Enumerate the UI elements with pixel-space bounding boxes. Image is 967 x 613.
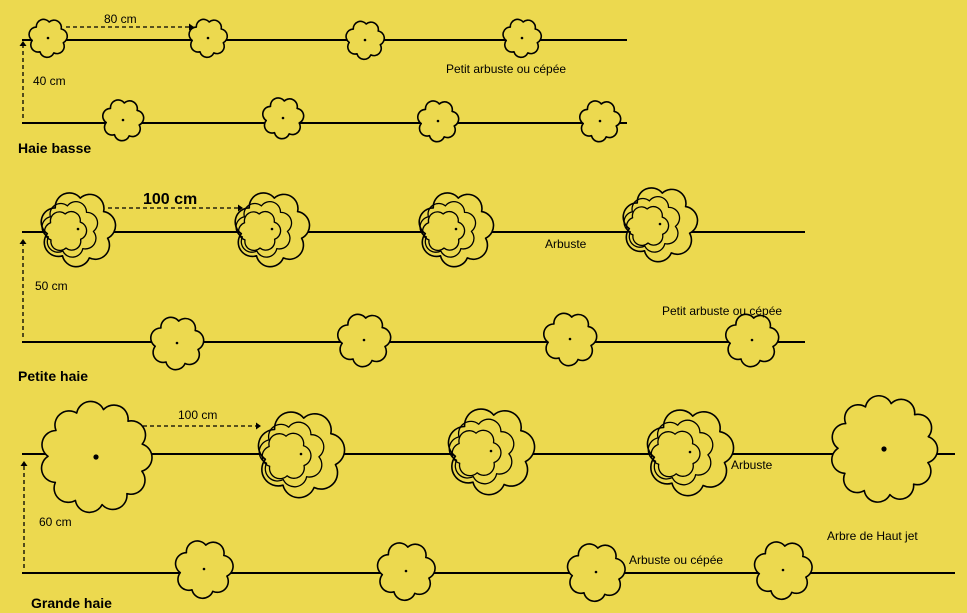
row-gap-label-haie-basse: 40 cm [33, 74, 66, 88]
small-shrub-plant [262, 97, 305, 140]
shrub-plant [447, 408, 536, 496]
row-gap-arrowhead-haie-basse [19, 41, 27, 46]
plant-label-small-shrub-haie-basse: Petit arbuste ou cépée [446, 62, 567, 76]
shrub-plant [40, 192, 117, 268]
row-gap-arrowhead-petite-haie [19, 239, 27, 244]
small-shrub-plant [417, 100, 460, 143]
small-shrub-plant [102, 99, 145, 142]
row-gap-arrowhead-grande-haie [20, 461, 28, 466]
plant-label-tall-tree-grande-haie: Arbre de Haut jet [827, 529, 918, 543]
row-gap-label-grande-haie: 60 cm [39, 515, 72, 529]
small-shrub-plant [566, 543, 626, 603]
small-shrub-plant [724, 313, 780, 368]
tall-tree-plant [40, 400, 153, 514]
section-title-haie-basse: Haie basse [18, 140, 92, 156]
tall-tree-plant [831, 394, 939, 503]
small-shrub-plant [188, 18, 229, 59]
plant-label-shrub-grande-haie: Arbuste [731, 458, 773, 472]
shrub-plant [234, 192, 311, 268]
section-title-grande-haie: Grande haie [31, 595, 112, 611]
small-shrub-plant [542, 312, 598, 367]
small-shrub-plant [28, 18, 69, 59]
small-shrub-plant [174, 540, 234, 600]
plant-label-small-shrub-petite-haie: Petit arbuste ou cépée [662, 304, 783, 318]
shrub-plant [622, 187, 699, 263]
row-gap-label-petite-haie: 50 cm [35, 279, 68, 293]
shrub-plant [257, 411, 346, 499]
small-shrub-plant [345, 20, 386, 61]
small-shrub-plant [336, 313, 392, 368]
spacing-arrowhead-grande-haie [256, 422, 261, 430]
spacing-label-haie-basse: 80 cm [104, 12, 137, 26]
section-title-petite-haie: Petite haie [18, 368, 89, 384]
spacing-label-petite-haie: 100 cm [143, 191, 198, 208]
small-shrub-plant [376, 542, 436, 602]
shrub-plant [418, 192, 495, 268]
small-shrub-plant [579, 100, 622, 143]
plant-label-shrub-petite-haie: Arbuste [545, 237, 587, 251]
small-shrub-plant [753, 541, 813, 601]
spacing-arrowhead-petite-haie [238, 204, 243, 212]
plant-label-shrub-or-coppice-grande-haie: Arbuste ou cépée [629, 553, 724, 567]
shrub-plant [646, 409, 735, 497]
spacing-arrowhead-haie-basse [189, 23, 194, 31]
small-shrub-plant [149, 316, 205, 371]
spacing-label-grande-haie: 100 cm [178, 408, 218, 422]
small-shrub-plant [502, 18, 543, 59]
